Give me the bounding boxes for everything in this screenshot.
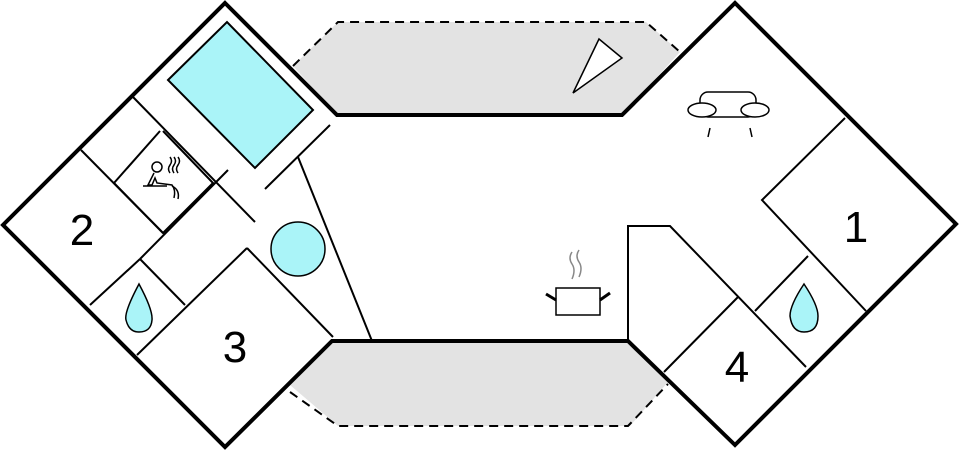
right-wing-walls (627, 117, 867, 373)
room-label-3: 3 (223, 323, 247, 372)
sofa-icon (687, 91, 770, 138)
sauna-icon (143, 156, 181, 200)
cooking-pot-icon (545, 249, 611, 316)
terrace-top (292, 21, 681, 115)
compass-icon (572, 37, 624, 94)
pool-icon (166, 20, 315, 170)
spa-icon (270, 221, 326, 277)
room-label-2: 2 (70, 206, 94, 255)
terrace-bottom (289, 341, 669, 427)
shower-drop-icon (125, 282, 153, 333)
shower-drop-icon (789, 282, 819, 333)
room-label-4: 4 (725, 343, 749, 392)
left-wing-walls (80, 96, 373, 356)
room-label-1: 1 (844, 203, 868, 252)
